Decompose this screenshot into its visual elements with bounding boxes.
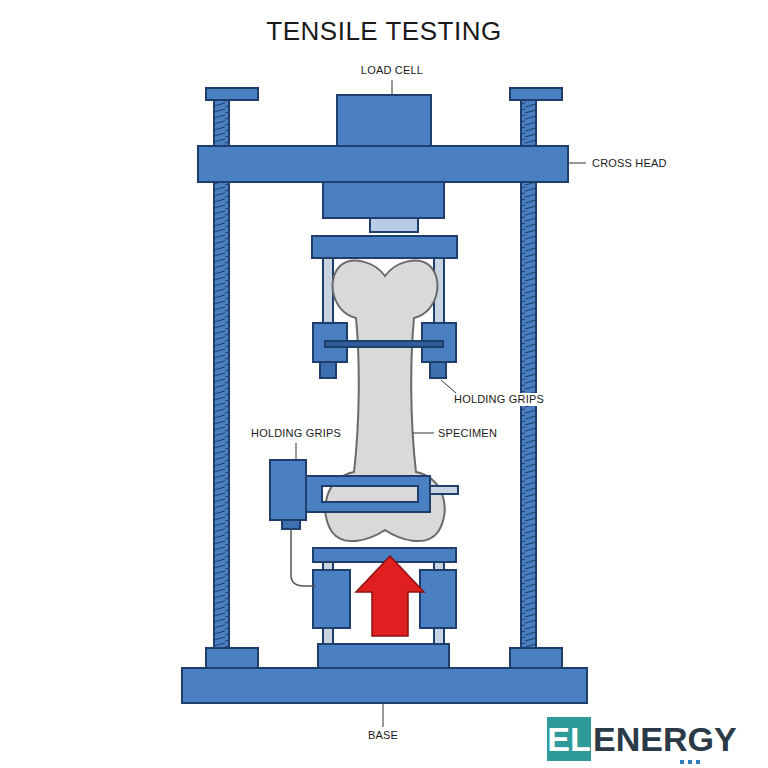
part-label: SPECIMEN [436, 427, 499, 440]
lower-platen [313, 548, 456, 562]
left-rod-cap [206, 88, 258, 100]
load-cell-stud [370, 218, 418, 232]
grip-bar [325, 341, 443, 347]
right-foot [510, 648, 562, 668]
logo-text: ENERGY [593, 722, 737, 756]
logo-dot [680, 760, 684, 764]
load-cell-lower [323, 182, 444, 218]
sensor-plug [282, 520, 300, 529]
grip-nut [430, 362, 446, 378]
part-label: CROSS HEAD [590, 157, 669, 170]
crosshead [198, 146, 568, 182]
logo-dot [696, 760, 700, 764]
load-direction-arrow [356, 556, 424, 636]
upper-platen [312, 236, 457, 258]
part-label: HOLDING GRIPS [452, 393, 546, 406]
logo-dot [688, 760, 692, 764]
part-label: BASE [366, 729, 400, 742]
leader-line [296, 443, 297, 459]
leader-line [569, 163, 586, 164]
side-grip-arm [306, 476, 430, 512]
lower-block [420, 570, 456, 628]
leader-line [413, 433, 434, 434]
side-grip-pin [430, 486, 458, 494]
leader-line [441, 380, 456, 393]
lower-mount [318, 644, 449, 668]
leader-line [392, 80, 393, 94]
base-plate [182, 668, 587, 703]
left-foot [206, 648, 258, 668]
right-rod-cap [510, 88, 562, 100]
part-label: HOLDING GRIPS [249, 427, 343, 440]
logo-text: EL [547, 722, 590, 756]
grip-nut [320, 362, 336, 378]
diagram-title: TENSILE TESTING [266, 18, 501, 44]
side-grip-housing [270, 460, 306, 520]
lower-block [313, 570, 350, 628]
sensor-wire [291, 529, 316, 586]
part-label: LOAD CELL [359, 64, 425, 77]
load-cell [337, 95, 431, 147]
logo-badge [547, 717, 591, 761]
leader-line [383, 704, 384, 727]
